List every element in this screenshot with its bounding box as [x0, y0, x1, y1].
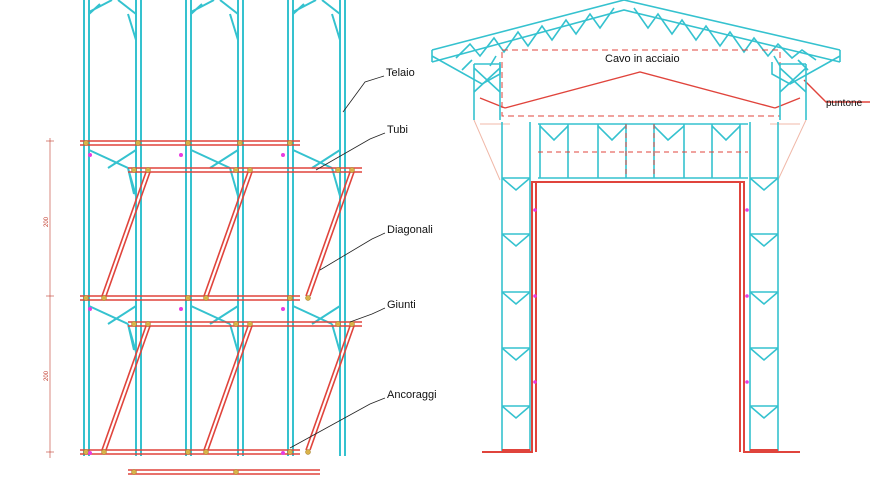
label-giunti: Giunti [387, 299, 416, 311]
middle-deck [538, 123, 748, 179]
leader-lines [289, 75, 386, 449]
side-flares [473, 119, 807, 181]
roof-truss [431, 0, 841, 85]
dimension-lower: 200 [44, 370, 50, 381]
portal-frame [482, 181, 800, 453]
frame-posts [83, 0, 346, 456]
right-tower [749, 63, 807, 452]
dimension-upper: 200 [44, 216, 50, 227]
scaffold-elevation: 200 200 Telaio Tubi Diagonali Giunti Anc… [44, 0, 437, 475]
joints [83, 140, 355, 475]
section-anchors [533, 208, 749, 384]
horizontal-tubes [80, 140, 362, 475]
diagonal-braces [101, 171, 355, 451]
left-tower [473, 63, 531, 452]
label-diagonali: Diagonali [387, 224, 433, 236]
puntone-strut [479, 71, 870, 109]
middle-deck-dashed [538, 124, 748, 178]
scaffold-section: Cavo in acciaio puntone [431, 0, 870, 453]
label-puntone: puntone [826, 98, 863, 109]
frame-bracing [88, 0, 341, 353]
label-telaio: Telaio [386, 67, 415, 79]
label-cavo: Cavo in acciaio [605, 53, 680, 65]
label-ancoraggi: Ancoraggi [387, 389, 437, 401]
dimension-line [46, 138, 54, 458]
anchors [88, 153, 285, 455]
label-tubi: Tubi [387, 124, 408, 136]
